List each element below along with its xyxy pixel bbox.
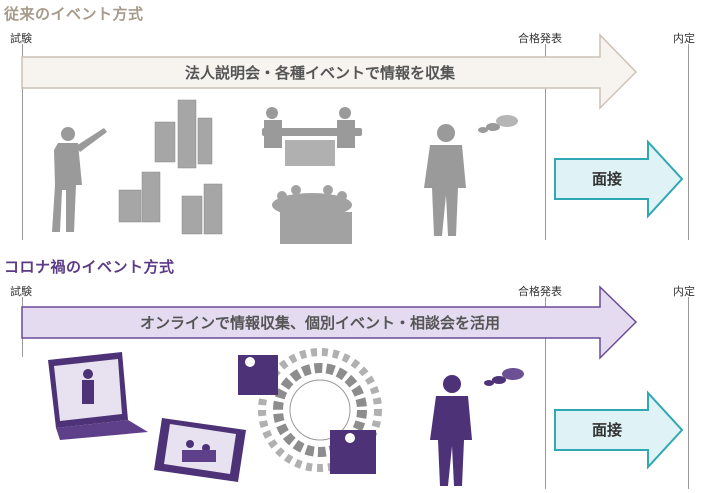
conference-table-icon (272, 185, 352, 244)
main-arrow-shape (21, 33, 638, 110)
main-arrow-label: 法人説明会・各種イベントで情報を収集 (184, 64, 455, 82)
interview-arrow-label: 面接 (591, 421, 622, 439)
timeline-line-offer (688, 44, 689, 240)
buildings-icon (118, 99, 223, 235)
timeline-line-exam (22, 44, 23, 240)
label-pass-announcement: 合格発表 (518, 285, 562, 298)
label-pass-announcement: 合格発表 (518, 32, 562, 45)
presenter-figure-icon (52, 127, 107, 232)
laptop-icon (48, 352, 148, 440)
traditional-illustrations (52, 99, 518, 244)
section-title: コロナ禍のイベント方式 (4, 258, 175, 276)
label-exam: 試験 (10, 285, 32, 298)
label-offer: 内定 (673, 32, 695, 45)
label-offer: 内定 (673, 285, 695, 298)
timeline-line-pass (545, 44, 546, 240)
thinking-man-icon (430, 368, 524, 486)
smartphone-icon (154, 418, 246, 482)
label-exam: 試験 (10, 32, 32, 45)
timeline-line-pass (545, 297, 546, 489)
main-arrow-label: オンラインで情報収集、個別イベント・相談会を活用 (139, 314, 500, 332)
timeline-line-offer (688, 297, 689, 489)
meeting-scene-icon (262, 107, 362, 166)
interview-arrow-label: 面接 (591, 170, 622, 188)
interview-arrow-shape (554, 139, 684, 219)
video-conference-collage-icon (238, 348, 382, 474)
section-title: 従来のイベント方式 (4, 5, 144, 23)
thinking-man-icon (424, 115, 518, 236)
